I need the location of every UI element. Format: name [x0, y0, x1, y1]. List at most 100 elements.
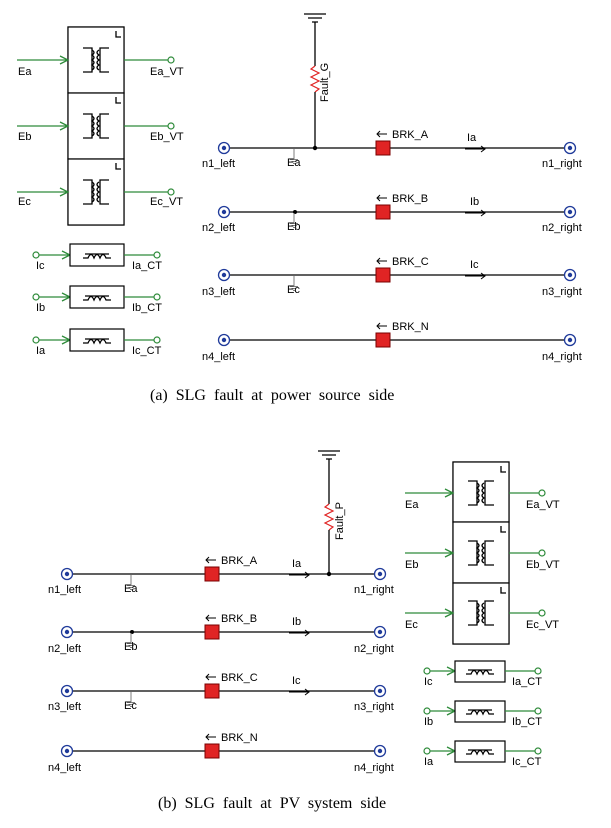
ct-output-label: Ia_CT: [512, 676, 542, 688]
arrow-left-icon: [376, 130, 388, 138]
breaker-label: BRK_A: [392, 129, 429, 141]
arrow-left-icon: [205, 673, 217, 681]
panel-b: Fault_P BRK_A Ia Ea n1_left n1_right BRK…: [48, 450, 560, 812]
source-label: Ea: [124, 583, 138, 595]
node-icon: [60, 567, 74, 581]
ct-output-label: Ic_CT: [132, 345, 162, 357]
node-right-label: n3_right: [542, 286, 582, 298]
ct-input-label: Ic: [424, 676, 433, 688]
vt-input-label: Eb: [405, 559, 418, 571]
node-icon: [373, 567, 387, 581]
arrow-left-icon: [205, 614, 217, 622]
node-icon: [60, 684, 74, 698]
voltage-transformer-block: Ea Ea_VT Eb Eb_VT Ec Ec_VT: [17, 26, 184, 226]
ground-icon: [304, 13, 326, 52]
current-label: Ia: [467, 132, 477, 144]
vt-signal-wires: [17, 55, 175, 197]
current-arrow-icon: [288, 688, 310, 696]
arrow-left-icon: [376, 322, 388, 330]
vt-input-label: Eb: [18, 131, 31, 143]
vt-input-label: Ec: [405, 619, 418, 631]
node-left-label: n2_left: [48, 643, 81, 655]
fault-branch: Fault_G: [304, 13, 331, 151]
vt-input-label: Ea: [18, 66, 32, 78]
node-right-label: n4_right: [354, 762, 394, 774]
node-icon: [217, 268, 231, 282]
line-c-phase: BRK_C Ic Ec n3_left n3_right: [202, 256, 582, 298]
node-right-label: n1_right: [542, 158, 582, 170]
breaker-icon: [204, 566, 220, 582]
ct-row: Ib Ib_CT: [423, 700, 542, 728]
breaker-label: BRK_N: [221, 732, 258, 744]
node-icon: [563, 333, 577, 347]
current-transformer-blocks: Ic Ia_CT Ib Ib_CT Ia Ic_: [32, 243, 162, 357]
line-a-phase: BRK_A Ia Ea n1_left n1_right: [48, 555, 394, 596]
vt-output-label: Ea_VT: [150, 66, 184, 78]
node-left-label: n1_left: [202, 158, 235, 170]
node-left-label: n4_left: [48, 762, 81, 774]
fault-icon: [323, 503, 335, 531]
node-left-label: n3_left: [48, 701, 81, 713]
breaker-label: BRK_B: [221, 613, 257, 625]
vt-output-label: Eb_VT: [150, 131, 184, 143]
node-right-label: n3_right: [354, 701, 394, 713]
node-right-label: n2_right: [542, 222, 582, 234]
ct-row: Ib Ib_CT: [32, 285, 162, 314]
breaker-label: BRK_C: [392, 256, 429, 268]
fault-branch: Fault_P: [318, 450, 346, 577]
breaker-icon: [375, 204, 391, 220]
panel-a: Ea Ea_VT Eb Eb_VT Ec Ec_VT Ic Ia_CT: [17, 13, 582, 404]
voltage-transformer-block: Ea Ea_VT Eb Eb_VT Ec Ec_VT: [405, 461, 560, 645]
breaker-icon: [375, 332, 391, 348]
node-left-label: n4_left: [202, 351, 235, 363]
breaker-label: BRK_C: [221, 672, 258, 684]
node-icon: [563, 205, 577, 219]
current-arrow-icon: [464, 209, 486, 217]
ct-input-label: Ib: [424, 716, 433, 728]
ct-output-label: Ic_CT: [512, 756, 542, 768]
arrow-left-icon: [376, 257, 388, 265]
node-icon: [217, 333, 231, 347]
ct-input-label: Ib: [36, 302, 45, 314]
breaker-icon: [375, 140, 391, 156]
ct-output-label: Ib_CT: [512, 716, 542, 728]
caption: (b) SLG fault at PV system side: [158, 795, 386, 812]
source-label: Ea: [287, 157, 301, 169]
vt-output-label: Ea_VT: [526, 499, 560, 511]
line-neutral: BRK_N n4_left n4_right: [48, 732, 394, 774]
breaker-label: BRK_A: [221, 555, 258, 567]
current-transformer-blocks: Ic Ia_CT Ib Ib_CT Ia Ic_: [423, 660, 542, 768]
node-icon: [217, 141, 231, 155]
arrow-left-icon: [205, 733, 217, 741]
line-c-phase: BRK_C Ic Ec n3_left n3_right: [48, 672, 394, 713]
ct-input-label: Ic: [36, 260, 45, 272]
vt-input-label: Ea: [405, 499, 419, 511]
current-label: Ib: [470, 196, 479, 208]
arrow-left-icon: [205, 556, 217, 564]
node-right-label: n4_right: [542, 351, 582, 363]
vt-output-label: Eb_VT: [526, 559, 560, 571]
ct-row: Ia Ic_CT: [32, 328, 162, 357]
ground-icon: [318, 450, 340, 490]
vt-output-label: Ec_VT: [150, 196, 183, 208]
ct-input-label: Ia: [36, 345, 46, 357]
line-b-phase: BRK_B Ib Eb n2_left n2_right: [202, 193, 582, 234]
current-label: Ic: [470, 259, 479, 271]
ct-output-label: Ia_CT: [132, 260, 162, 272]
current-arrow-icon: [464, 272, 486, 280]
source-label: Ec: [124, 700, 137, 712]
node-icon: [217, 205, 231, 219]
node-icon: [60, 744, 74, 758]
source-label: Ec: [287, 284, 300, 296]
ct-input-label: Ia: [424, 756, 434, 768]
current-label: Ic: [292, 675, 301, 687]
node-left-label: n1_left: [48, 584, 81, 596]
line-a-phase: BRK_A Ia Ea n1_left n1_right: [202, 129, 582, 170]
source-label: Eb: [124, 641, 137, 653]
source-label: Eb: [287, 221, 300, 233]
current-arrow-icon: [464, 145, 486, 153]
node-icon: [563, 268, 577, 282]
node-icon: [60, 625, 74, 639]
current-label: Ia: [292, 558, 302, 570]
